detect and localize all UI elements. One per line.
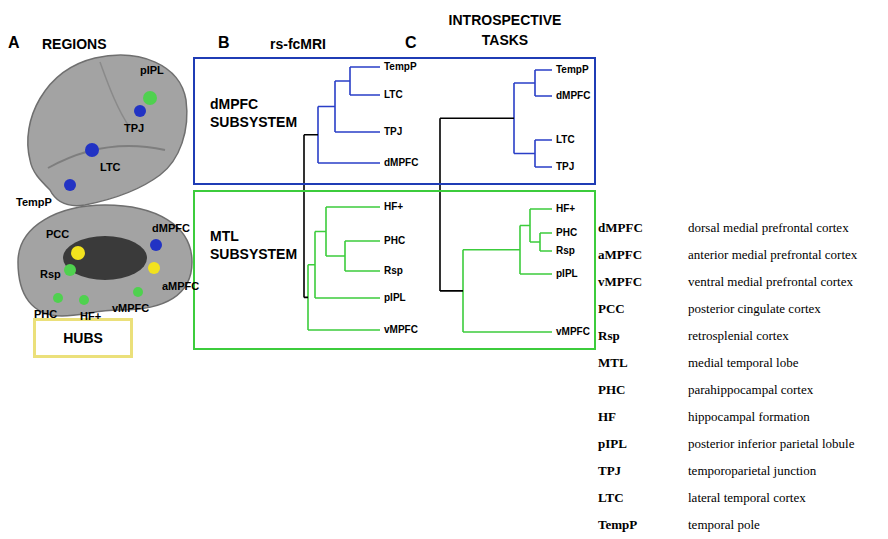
table-abbreviation: vMPFC [598, 274, 642, 290]
table-abbreviation: PCC [598, 301, 625, 317]
dendrogram-leaf: TempP [556, 64, 589, 76]
region-dot [79, 295, 89, 305]
region-label: HF+ [80, 310, 101, 322]
brain-medial [18, 205, 192, 316]
table-definition: medial temporal lobe [688, 355, 798, 371]
panel-heading: REGIONS [42, 36, 107, 52]
region-dot [148, 262, 160, 274]
region-label: TPJ [124, 122, 144, 134]
dendro-branch [318, 67, 380, 163]
region-label: dMPFC [152, 222, 190, 234]
region-dot [64, 179, 76, 191]
subsystem-label: MTL SUBSYSTEM [210, 227, 305, 263]
region-label: LTC [100, 161, 121, 173]
panel-heading: rs-fcMRI [270, 36, 326, 52]
table-definition: ventral medial prefrontal cortex [688, 274, 853, 290]
dendro-branch [463, 209, 552, 332]
region-dot [133, 287, 143, 297]
region-label: Rsp [40, 268, 61, 280]
table-abbreviation: pIPL [598, 436, 627, 452]
region-label: pIPL [140, 64, 164, 76]
dendrogram-leaf: HF+ [556, 203, 575, 215]
table-abbreviation: dMPFC [598, 220, 643, 236]
dendrogram-leaf: pIPL [556, 268, 578, 280]
table-definition: posterior inferior parietal lobule [688, 436, 854, 452]
dendro-branch [514, 70, 552, 167]
panel-letter: C [405, 34, 417, 52]
dendrogram-leaf: LTC [384, 89, 403, 101]
dendrogram-leaf: Rsp [384, 265, 403, 277]
table-definition: hippocampal formation [688, 409, 810, 425]
region-dot [134, 105, 146, 117]
region-dot [85, 143, 99, 157]
dendrogram-leaf: HF+ [384, 201, 403, 213]
table-definition: lateral temporal cortex [688, 490, 806, 506]
brain-callosum [63, 236, 147, 280]
panel-letter: A [8, 34, 20, 52]
dendrogram-leaf: TempP [384, 61, 417, 73]
dendrogram-leaf: PHC [556, 227, 577, 239]
region-label: aMPFC [162, 280, 199, 292]
dendrogram-leaf: vMPFC [384, 324, 418, 336]
region-label: PHC [34, 308, 57, 320]
dendrogram-leaf: dMPFC [384, 157, 418, 169]
region-dot [71, 246, 85, 260]
region-label: vMPFC [112, 302, 149, 314]
dendrogram-leaf: TPJ [384, 126, 402, 138]
dendrogram-b [304, 67, 380, 330]
table-definition: anterior medial prefrontal cortex [688, 247, 857, 263]
table-definition: temporal pole [688, 517, 760, 533]
dendro-branch [308, 207, 380, 330]
table-abbreviation: LTC [598, 490, 624, 506]
dendrogram-leaf: Rsp [556, 245, 575, 257]
region-label: TempP [16, 196, 52, 208]
dendrogram-leaf: vMPFC [556, 326, 590, 338]
dendro-root [440, 118, 514, 291]
table-definition: retrosplenial cortex [688, 328, 789, 344]
dendrogram-c [440, 70, 552, 332]
table-definition: temporoparietal junction [688, 463, 816, 479]
panel-heading: INTROSPECTIVE TASKS [440, 10, 570, 50]
dendrogram-leaf: TPJ [556, 161, 574, 173]
table-abbreviation: Rsp [598, 328, 620, 344]
brain-lateral [28, 55, 187, 205]
region-dot [143, 91, 157, 105]
region-dot [64, 264, 76, 276]
dendrogram-leaf: LTC [556, 134, 575, 146]
panel-letter: B [218, 34, 230, 52]
region-label: PCC [46, 228, 69, 240]
dendro-root [304, 135, 318, 298]
table-abbreviation: PHC [598, 382, 625, 398]
region-dot [150, 239, 162, 251]
table-abbreviation: MTL [598, 355, 628, 371]
dendrogram-leaf: PHC [384, 235, 405, 247]
table-abbreviation: TPJ [598, 463, 621, 479]
dendrogram-leaf: dMPFC [556, 90, 590, 102]
subsystem-label: dMPFC SUBSYSTEM [210, 95, 305, 131]
hub-box: HUBS [33, 318, 133, 358]
table-definition: dorsal medial prefrontal cortex [688, 220, 849, 236]
table-definition: posterior cingulate cortex [688, 301, 821, 317]
dendrogram-leaf: pIPL [384, 292, 406, 304]
table-abbreviation: aMPFC [598, 247, 642, 263]
brain-sulcus [100, 62, 130, 128]
table-abbreviation: HF [598, 409, 616, 425]
table-abbreviation: TempP [598, 517, 637, 533]
table-definition: parahippocampal cortex [688, 382, 813, 398]
hub-label: HUBS [63, 329, 103, 347]
region-dot [53, 293, 63, 303]
